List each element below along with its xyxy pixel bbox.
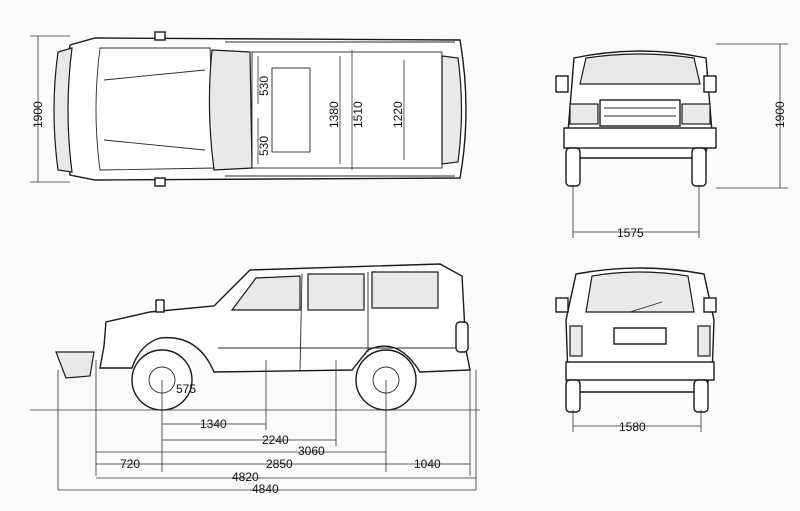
front-view: 1900 1575 [555,43,788,240]
inner-width-1-label: 1380 [327,101,341,128]
top-body-outline [65,37,467,181]
top-sunroof [271,67,311,153]
top-front-bumper [53,47,73,173]
rear-tyre-right [693,379,709,413]
rear-track-label: 1580 [619,420,646,434]
length-body-label: 4820 [232,470,259,484]
side-spare-wheel [455,321,469,353]
front-mirror-right [703,75,717,93]
side-window-rear [371,271,439,309]
front-bumper [563,127,717,149]
front-headlight-right [681,103,711,125]
front-grille [599,99,681,127]
front-height-label: 1900 [773,101,787,128]
wheelbase-label: 2850 [266,457,293,471]
rear-window [585,271,695,313]
rear-mirror-right [703,297,717,313]
side-window-front [230,275,301,311]
rear-wiper [629,301,663,313]
front-tyre-right [691,147,707,187]
top-width-label: 1900 [31,101,45,128]
front-headlight-left [569,103,599,125]
ground-clearance-label: 575 [176,382,196,396]
inner-width-2-label: 1510 [351,101,365,128]
front-overhang-label: 720 [120,457,140,471]
seat-gap-front-label: 530 [257,76,271,96]
side-window-middle [307,273,365,311]
dim-2240-label: 2240 [262,433,289,447]
top-windshield [208,49,253,171]
dim-3060-label: 3060 [298,444,325,458]
top-hood [95,47,216,171]
length-overall-label: 4840 [252,482,279,496]
inner-width-3-label: 1220 [391,101,405,128]
side-front-bumper [55,351,95,379]
rear-mirror-left [555,297,569,313]
seat-gap-rear-label: 530 [257,136,271,156]
front-windshield [579,53,701,85]
side-mirror [155,299,165,313]
dim-1340-label: 1340 [200,417,227,431]
rear-bumper [565,361,715,381]
front-tyre-left [565,147,581,187]
front-track-label: 1575 [617,226,644,240]
front-mirror-left [555,75,569,93]
rear-lamp-left [569,325,583,357]
top-mirror-right [154,177,166,187]
top-mirror-left [154,31,166,41]
top-view: 1900 530 530 1380 1510 1220 [30,31,467,187]
top-rear-window [441,55,463,165]
rear-lamp-right [697,325,711,357]
side-view: 575 1340 2240 3060 720 2850 1040 4820 48… [30,263,480,496]
rear-plate [613,327,667,345]
rear-view: 1580 [555,267,717,434]
rear-tyre-left [565,379,581,413]
rear-overhang-label: 1040 [414,457,441,471]
